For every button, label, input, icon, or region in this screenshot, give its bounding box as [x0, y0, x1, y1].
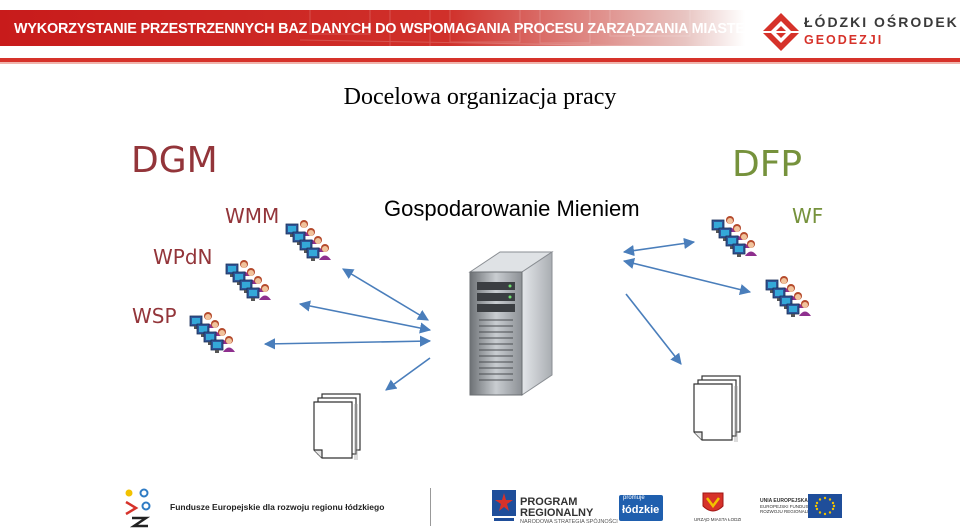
dgm-label: DGM	[131, 140, 218, 181]
document-stack-right-icon	[693, 375, 741, 443]
eu-funds-logo-icon	[125, 488, 151, 528]
arrow-wmm-server	[342, 268, 429, 321]
users-wf-icon	[766, 276, 811, 317]
wsp-label: WSP	[132, 304, 177, 328]
eu-funds-text: Fundusze Europejskie dla rozwoju regionu…	[170, 502, 385, 512]
lodz-coat-of-arms-icon	[702, 492, 724, 512]
users-dfp-icon	[712, 216, 757, 257]
geodesy-logo-icon	[762, 13, 800, 51]
program-regionalny-logo-icon	[492, 490, 516, 524]
slide-title: Docelowa organizacja pracy	[343, 84, 617, 110]
wmm-label: WMM	[225, 204, 280, 228]
header-divider-light	[0, 62, 960, 64]
arrow-wf-server	[622, 257, 752, 296]
header-divider	[0, 58, 960, 62]
header-banner: WYKORZYSTANIE PRZESTRZENNYCH BAZ DANYCH …	[0, 0, 960, 64]
wpdn-label: WPdN	[153, 245, 213, 269]
logo-text-line1: ŁÓDZKI OŚRODEK	[804, 14, 959, 30]
users-wmm-icon	[286, 220, 331, 261]
wf-label: WF	[792, 204, 824, 228]
banner-title: WYKORZYSTANIE PRZESTRZENNYCH BAZ DANYCH …	[14, 21, 757, 37]
eu-text-line1: UNIA EUROPEJSKA	[760, 498, 808, 504]
header-red-band	[0, 10, 745, 46]
dfp-label: DFP	[732, 144, 803, 185]
regional-text: REGIONALNY	[520, 507, 594, 519]
logo-text-line2: GEODEZJI	[804, 33, 884, 47]
server-tower-icon	[468, 251, 554, 396]
arrow-server-docs-right	[625, 293, 682, 365]
logo: ŁÓDZKI OŚRODEK GEODEZJI	[758, 12, 958, 54]
program-text: PROGRAM	[520, 496, 578, 508]
eu-text-line2: EUROPEJSKI FUNDUSZ	[760, 504, 812, 509]
city-hall-text: URZĄD MIASTA ŁODZI	[694, 517, 742, 522]
users-wsp-icon	[190, 312, 235, 353]
arrow-server-docs-left	[385, 357, 431, 391]
map-lines-decoration	[300, 1, 760, 53]
footer-divider	[430, 488, 431, 526]
cohesion-strategy-text: NARODOWA STRATEGIA SPÓJNOŚCI	[520, 519, 618, 525]
users-wpdn-icon	[226, 260, 271, 301]
promotion-logo-box	[619, 495, 663, 521]
eu-text-line3: ROZWOJU REGIONALNEGO	[760, 509, 821, 514]
promotion-text-top: promuje	[623, 495, 645, 501]
arrow-wpdn-server	[298, 300, 432, 334]
promotion-text-main: łódzkie	[622, 504, 660, 516]
eu-flag-icon	[808, 494, 842, 518]
document-stack-left-icon	[313, 393, 361, 461]
arrow-dfp-server	[622, 237, 696, 257]
center-system-label: Gospodarowanie Mieniem	[384, 196, 640, 221]
arrow-wsp-server	[263, 335, 432, 350]
